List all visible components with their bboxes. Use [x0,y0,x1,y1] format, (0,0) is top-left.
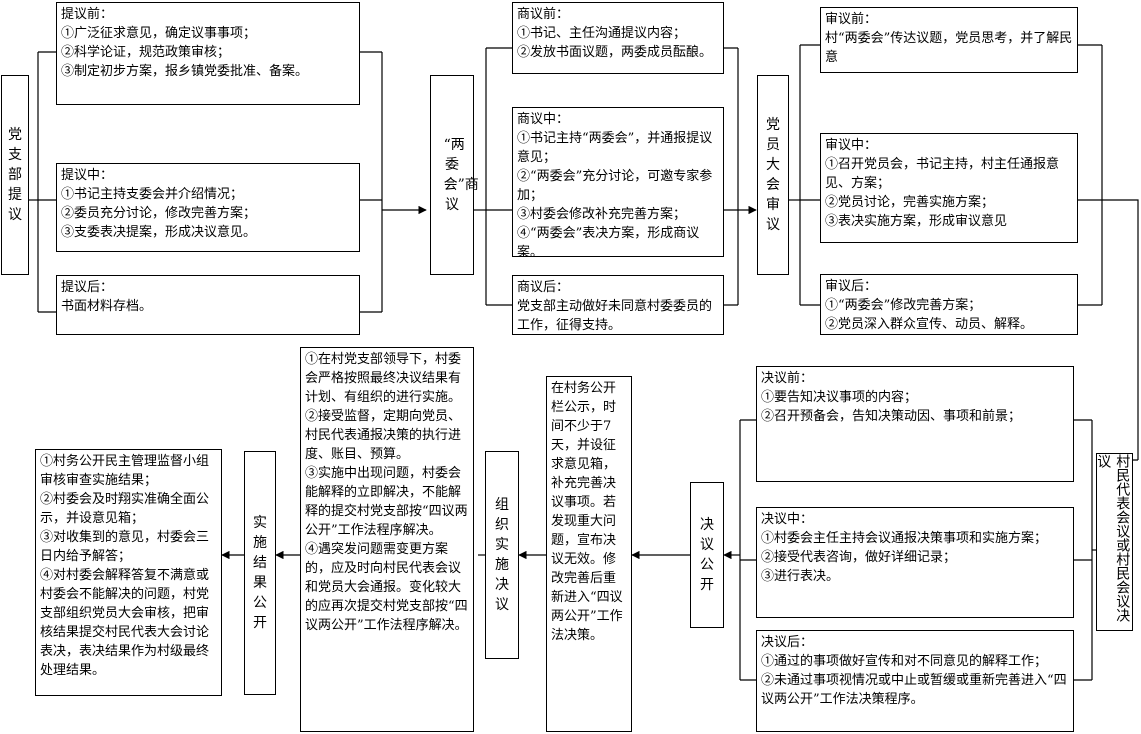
propose-after-box: 提议后： 书面材料存档。 [56,275,360,335]
decide-before-box: 决议前： ①要告知决议事项的内容； ②召开预备会，告知决策动因、事项和前景； [756,366,1074,482]
node-decision-public: 决议公开 [690,482,724,628]
node-two-committees-discussion: “两委会”商议 [430,75,479,275]
propose-during-box: 提议中： ①书记主持支委会并介绍情况； ②委员充分讨论，修改完善方案； ③支委表… [56,163,360,252]
decide-after-box: 决议后： ①通过的事项做好宣传和对不同意见的解释工作； ②未通过事项视情况或中止… [756,630,1074,732]
review-before-box: 审议前： 村“两委会”传达议题，党员思考，并了解民意 [820,7,1078,73]
propose-before-box: 提议前： ①广泛征求意见，确定议事事项； ②科学论证，规范政策审核； ③制定初步… [56,2,360,105]
implementation-note-box: ①在村党支部领导下，村委会严格按照最终决议结果有计划、有组织的进行实施。 ②接受… [300,347,474,732]
node-implementation-result-public: 实施结果公开 [244,451,276,695]
node-organize-implementation: 组织实施决议 [485,451,519,659]
discuss-after-box: 商议后： 党支部主动做好未同意村委委员的工作，征得支持。 [512,275,724,335]
node-party-members-review: 党员大会审议 [757,75,789,275]
decide-during-box: 决议中： ①村委会主任主持会议通报决策事项和实施方案； ②接受代表咨询，做好详细… [756,507,1074,618]
review-during-box: 审议中： ①召开党员会，书记主持，村主任通报意见、方案； ②党员讨论，完善实施方… [820,133,1078,243]
discuss-before-box: 商议前： ①书记、主任沟通提议内容； ②发放书面议题，两委成员酝酿。 [512,2,724,74]
node-villager-reps-decision: 村民代表会议或村民会议决议 [1095,453,1133,631]
discuss-during-box: 商议中： ①书记主持“两委会”，并通报提议意见； ②“两委会”充分讨论，可邀专家… [512,107,724,257]
publicity-note-box: 在村务公开栏公示，时间不少于7天，并设征求意见箱，补充完善决议事项。若发现重大问… [546,376,632,732]
result-note-box: ①村务公开民主管理监督小组审核审查实施结果； ②村委会及时翔实准确全面公示，并设… [35,449,222,696]
node-party-branch-proposal: 党支部提议 [1,75,29,275]
review-after-box: 审议后： ①“两委会”修改完善方案； ②党员深入群众宣传、动员、解释。 [820,274,1078,335]
